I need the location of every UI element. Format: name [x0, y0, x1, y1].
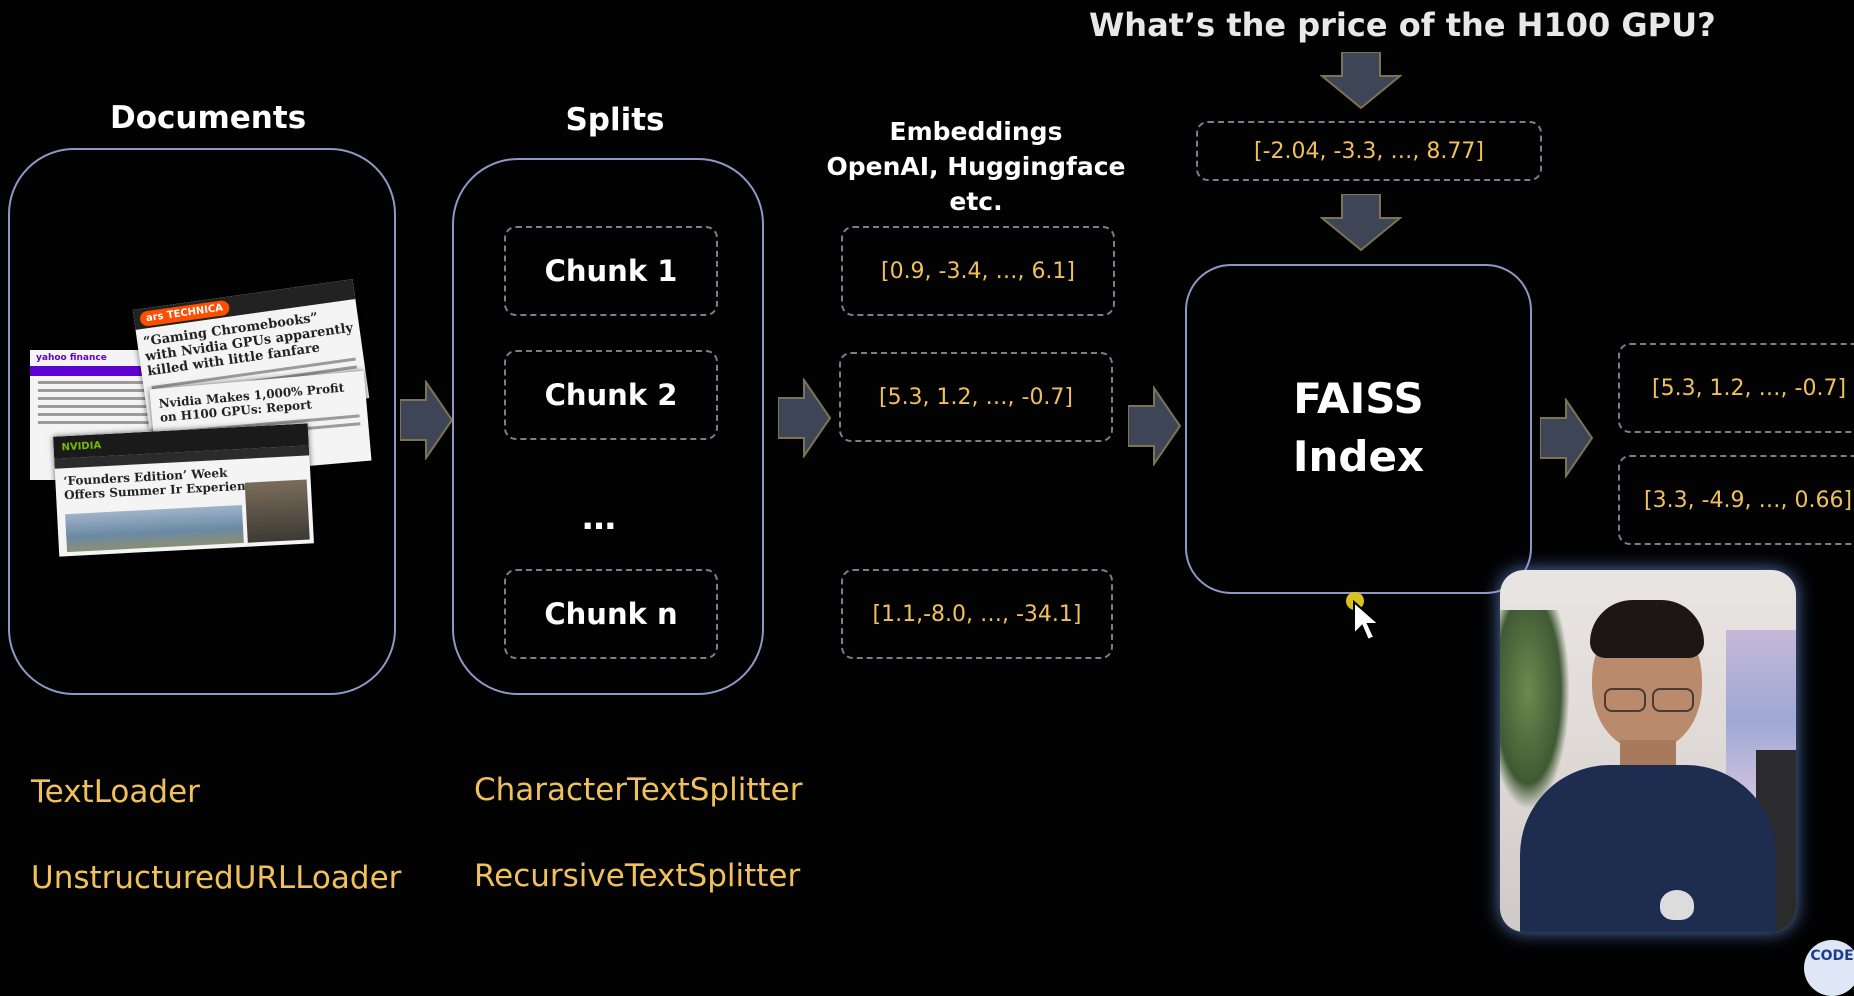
query-vector: [-2.04, -3.3, …, 8.77] [1196, 121, 1542, 181]
down-arrow-icon [1320, 52, 1402, 110]
query-question: What’s the price of the H100 GPU? [1089, 6, 1716, 44]
embeddings-heading: Embeddings OpenAI, Huggingface etc. [820, 114, 1132, 219]
embedding-vector-1: [0.9, -3.4, …, 6.1] [841, 226, 1115, 316]
documents-heading: Documents [110, 100, 307, 136]
channel-watermark: CODE [1804, 940, 1854, 996]
splits-heading: Splits [565, 102, 665, 138]
article-source: NVIDIA [61, 439, 102, 453]
splits-panel [452, 158, 764, 695]
right-arrow-icon [400, 380, 454, 460]
loader-text: TextLoader [31, 774, 200, 810]
embeddings-title: Embeddings [889, 117, 1063, 146]
faiss-index-label: FAISS Index [1185, 370, 1532, 486]
cursor-highlight [1346, 592, 1364, 610]
webcam-presenter [1500, 570, 1796, 932]
result-vector-2: [3.3, -4.9, …, 0.66] [1618, 455, 1854, 545]
right-arrow-icon [1540, 398, 1594, 478]
watermark-text: CODE [1810, 948, 1854, 964]
news-article-nvidia: NVIDIA ‘Founders Edition’ Week Offers Su… [53, 423, 314, 557]
splitter-recursive: RecursiveTextSplitter [474, 858, 801, 894]
result-vector-1: [5.3, 1.2, …, -0.7] [1618, 343, 1854, 433]
right-arrow-icon [778, 378, 832, 458]
chunk-n: Chunk n [504, 569, 718, 659]
splitter-character: CharacterTextSplitter [474, 772, 803, 808]
embeddings-providers: OpenAI, Huggingface etc. [826, 152, 1126, 216]
faiss-subtitle: Index [1292, 432, 1425, 481]
chunk-1: Chunk 1 [504, 226, 718, 316]
loader-unstructured-url: UnstructuredURLLoader [31, 860, 402, 896]
news-collage: yahoo finance ars TECHNICA “Gaming Chrom… [28, 279, 388, 570]
article-source: yahoo finance [36, 353, 107, 363]
chunk-2: Chunk 2 [504, 350, 718, 440]
faiss-title: FAISS [1293, 374, 1424, 423]
right-arrow-icon [1128, 386, 1182, 466]
embedding-vector-2: [5.3, 1.2, …, -0.7] [839, 352, 1113, 442]
documents-panel [8, 148, 396, 695]
mouse-cursor-icon [1353, 600, 1382, 642]
chunk-ellipsis: … [582, 498, 622, 538]
down-arrow-icon [1320, 194, 1402, 252]
embedding-vector-n: [1.1,-8.0, …, -34.1] [841, 569, 1113, 659]
